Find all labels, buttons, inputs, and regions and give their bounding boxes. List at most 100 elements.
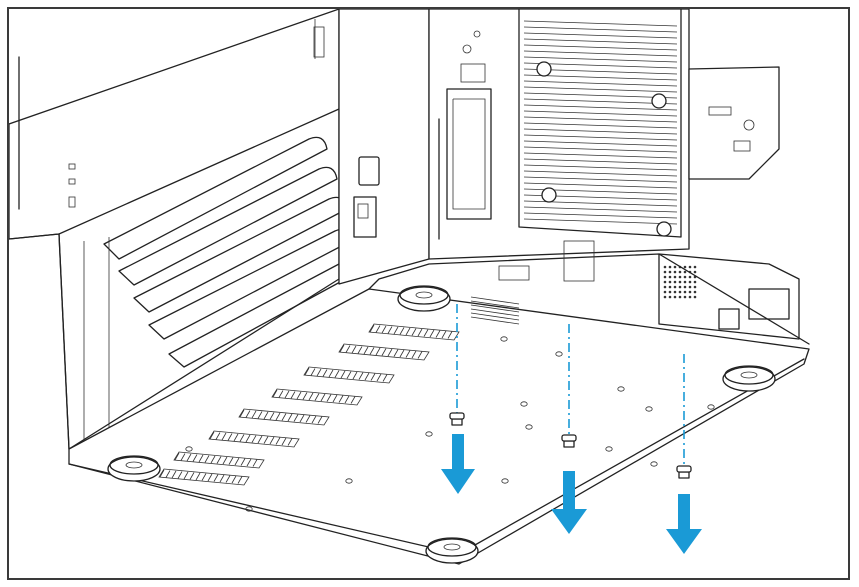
io-dot	[678, 280, 682, 284]
screw-2	[551, 324, 587, 534]
io-dot	[678, 275, 682, 279]
mounting-hole	[501, 478, 509, 484]
heatsink-fin	[523, 56, 678, 63]
mounting-hole	[605, 446, 613, 452]
io-dot	[668, 295, 672, 299]
screw-3	[666, 354, 702, 554]
heatsink-fin	[523, 98, 678, 105]
mounting-hole	[520, 401, 528, 407]
io-dot	[673, 270, 677, 274]
io-dot	[668, 285, 672, 289]
down-arrow-icon	[666, 494, 702, 554]
heatsink-fin	[523, 212, 678, 219]
heatsink-fin	[523, 134, 678, 141]
io-dot	[663, 265, 667, 269]
io-dot	[678, 285, 682, 289]
heatsink-fin	[523, 176, 678, 183]
heatsink-fin	[523, 44, 678, 51]
heatsink-fin	[523, 38, 678, 45]
io-dot	[673, 265, 677, 269]
io-dot	[673, 295, 677, 299]
mounting-hole	[525, 424, 533, 430]
io-dot	[668, 280, 672, 284]
io-dot	[668, 270, 672, 274]
rubber-feet	[107, 285, 776, 564]
io-dot	[693, 290, 697, 294]
io-dot	[673, 280, 677, 284]
io-dot	[668, 265, 672, 269]
io-dot	[693, 270, 697, 274]
heatsink-fin	[523, 86, 678, 93]
io-dot	[663, 290, 667, 294]
mounting-hole	[707, 404, 715, 410]
vent-grille	[173, 451, 265, 469]
io-dot	[668, 275, 672, 279]
down-arrow-icon	[551, 471, 587, 534]
vent-grille	[271, 388, 363, 406]
screw-icon	[676, 465, 692, 479]
heatsink-fin	[523, 128, 678, 135]
screw-icon	[449, 412, 465, 426]
heatsink-fin	[523, 122, 678, 129]
io-dot	[663, 285, 667, 289]
io-dot	[678, 270, 682, 274]
vent-grille	[338, 343, 430, 361]
heatsink-fin	[523, 92, 678, 99]
heatsink-fin	[523, 218, 678, 225]
io-dot	[693, 280, 697, 284]
vent-grille	[303, 366, 395, 384]
figure-frame	[7, 7, 850, 580]
vent-grille	[158, 468, 250, 486]
io-dot	[683, 265, 687, 269]
io-dot	[668, 290, 672, 294]
io-dot	[688, 275, 692, 279]
heatsink-fin	[523, 110, 678, 117]
heatsink-fin	[523, 74, 678, 81]
mounting-hole	[500, 336, 508, 342]
io-dot	[683, 275, 687, 279]
heatsink-fin	[523, 146, 678, 153]
mounting-hole	[617, 386, 625, 392]
heatsink-fin	[523, 182, 678, 189]
io-dot	[688, 280, 692, 284]
heatsink-fin	[523, 170, 678, 177]
rubber-foot-icon	[722, 365, 776, 392]
vent-grille	[368, 323, 460, 341]
heatsink-fin	[523, 20, 678, 27]
heatsink-fin	[523, 116, 678, 123]
io-dot	[663, 275, 667, 279]
io-dot	[683, 295, 687, 299]
heatsink	[518, 9, 682, 238]
vent-grille	[208, 430, 300, 448]
io-dot	[678, 295, 682, 299]
heatsink-fin	[523, 206, 678, 213]
io-dot	[678, 290, 682, 294]
io-dot	[673, 285, 677, 289]
screw-icon	[561, 434, 577, 448]
io-dot	[693, 295, 697, 299]
screw-installation	[441, 304, 702, 554]
heatsink-fin	[523, 50, 678, 57]
io-dot	[688, 295, 692, 299]
rubber-foot-icon	[425, 537, 479, 564]
chassis-illustration	[9, 9, 810, 565]
io-dot	[688, 290, 692, 294]
rubber-foot-icon	[107, 455, 161, 482]
heatsink-fin	[523, 140, 678, 147]
io-dot	[688, 285, 692, 289]
mounting-hole	[245, 506, 253, 512]
mounting-hole	[650, 461, 658, 467]
io-dot	[683, 270, 687, 274]
io-dot	[683, 280, 687, 284]
bottom-plate	[68, 240, 810, 565]
io-dot	[673, 290, 677, 294]
mounting-hole	[645, 406, 653, 412]
mounting-hole	[185, 446, 193, 452]
vent-grille	[238, 408, 330, 426]
heatsink-fin	[523, 26, 678, 33]
io-dot	[663, 295, 667, 299]
heatsink-fin	[523, 152, 678, 159]
heatsink-fin	[523, 32, 678, 39]
io-dot	[663, 270, 667, 274]
io-dot	[688, 265, 692, 269]
